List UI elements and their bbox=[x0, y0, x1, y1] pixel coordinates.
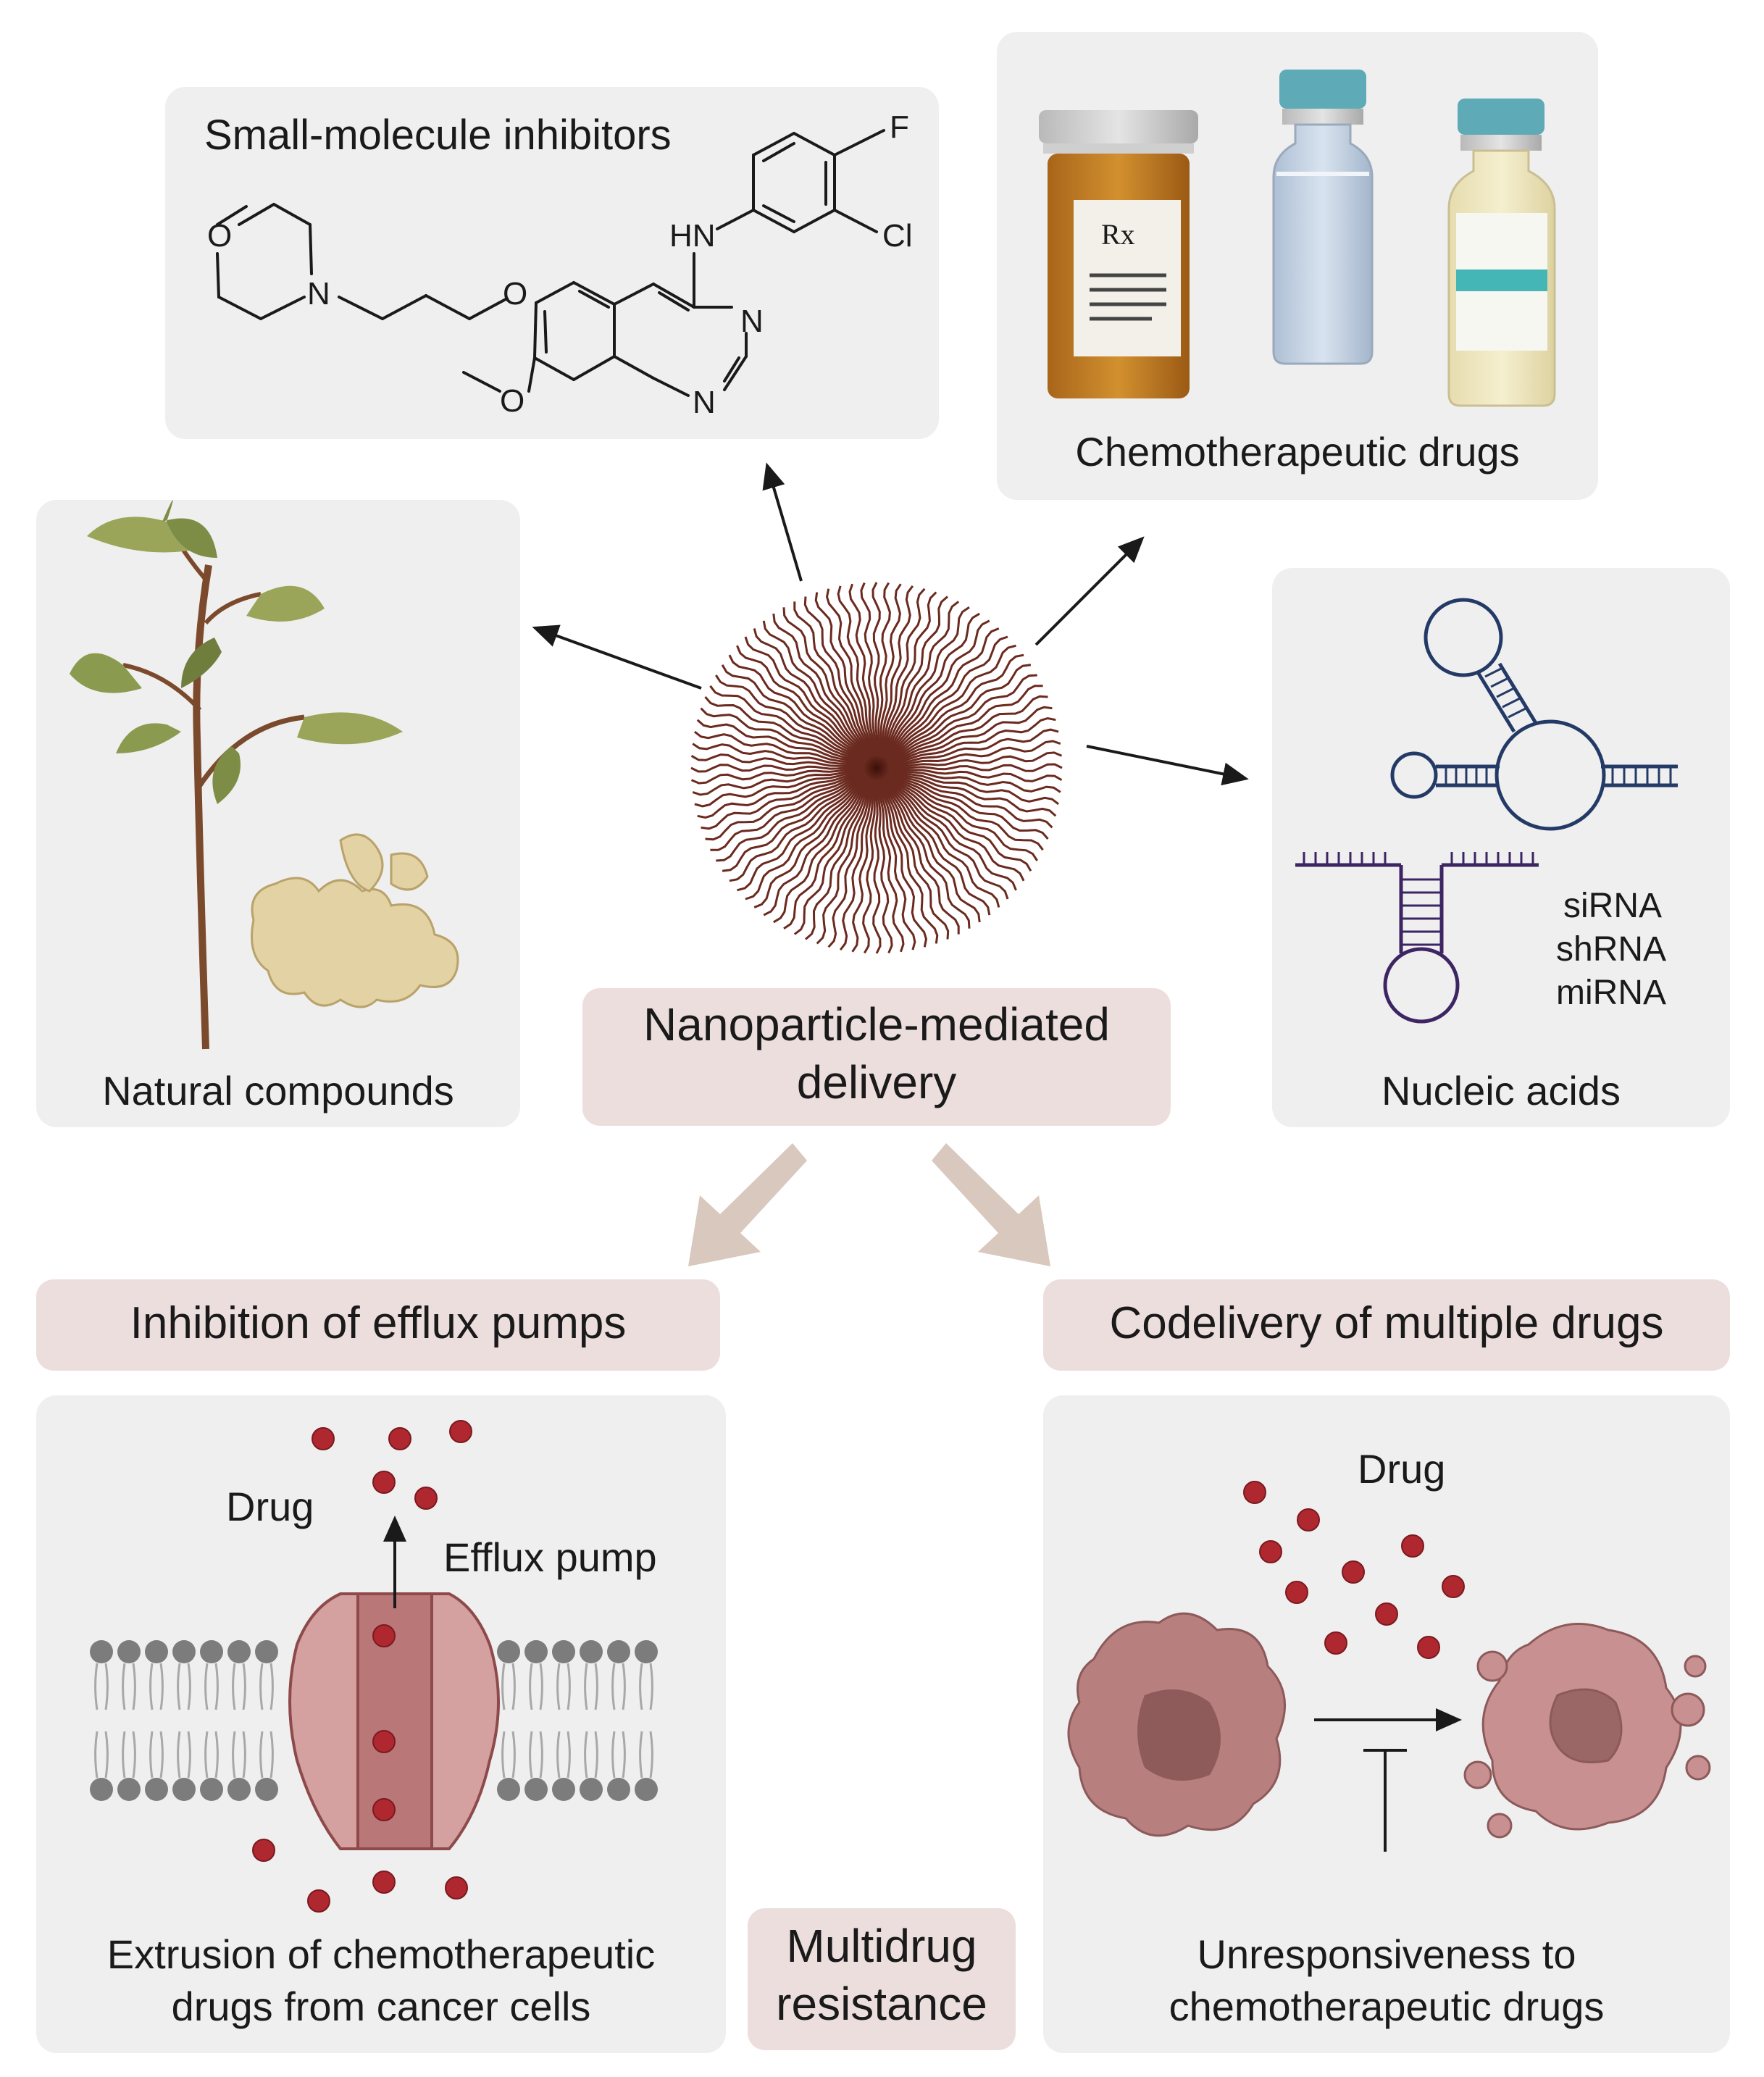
mdr-box bbox=[748, 1908, 1016, 2050]
blocked-arrow bbox=[1314, 1708, 1462, 1852]
arrow-to-small-molecule bbox=[762, 462, 803, 582]
efflux-pump-icon bbox=[288, 1516, 500, 1850]
atom-n-bottom: N bbox=[693, 385, 716, 420]
arrow-to-nucleic bbox=[1086, 745, 1249, 786]
efflux-caption-line1: Extrusion of chemotherapeutic bbox=[106, 1931, 656, 1977]
arrow-to-chemo bbox=[1034, 536, 1145, 646]
nucleic-label: Nucleic acids bbox=[1381, 1068, 1621, 1113]
codelivery-drug-label: Drug bbox=[1358, 1446, 1446, 1492]
nucleic-acids-panel bbox=[1272, 568, 1730, 1127]
arrow-to-natural bbox=[532, 624, 702, 690]
apoptotic-cell-icon bbox=[1463, 1623, 1711, 1839]
atom-o-methoxy: O bbox=[500, 383, 525, 419]
atom-o-chain: O bbox=[503, 276, 528, 312]
rna-hairpin-blue bbox=[1390, 598, 1678, 831]
rx-label: Rx bbox=[1101, 218, 1135, 251]
vial-yellow-icon bbox=[1447, 99, 1556, 407]
codelivery-caption-line2: chemotherapeutic drugs bbox=[1169, 1984, 1605, 2029]
nucleic-type-sirna: siRNA bbox=[1563, 887, 1663, 925]
atom-n-top: N bbox=[740, 304, 764, 339]
ginger-icon bbox=[251, 833, 459, 1008]
nucleic-type-shrna: shRNA bbox=[1556, 930, 1667, 969]
efflux-header: Inhibition of efflux pumps bbox=[130, 1298, 627, 1348]
atom-o-morpholine: O bbox=[207, 218, 233, 254]
chemo-label: Chemotherapeutic drugs bbox=[1075, 429, 1520, 475]
mdr-line2: resistance bbox=[776, 1978, 987, 2030]
delivery-arrows bbox=[532, 462, 1249, 786]
atom-cl: Cl bbox=[882, 218, 913, 254]
molecule-structure bbox=[216, 129, 885, 397]
efflux-caption-line2: drugs from cancer cells bbox=[171, 1984, 591, 2029]
efflux-header-box bbox=[36, 1279, 720, 1371]
codelivery-drug-dots bbox=[1243, 1481, 1465, 1659]
atom-hn: HN bbox=[669, 218, 716, 254]
vial-blue-icon bbox=[1272, 70, 1374, 365]
codelivery-header: Codelivery of multiple drugs bbox=[1109, 1298, 1664, 1348]
nucleic-type-mirna: miRNA bbox=[1556, 974, 1666, 1012]
branch-arrows bbox=[688, 1143, 1050, 1266]
membrane bbox=[90, 1640, 658, 1801]
pill-bottle-icon bbox=[1039, 110, 1198, 398]
small-molecule-panel bbox=[165, 87, 939, 439]
natural-label: Natural compounds bbox=[102, 1068, 454, 1113]
center-label-box bbox=[582, 988, 1171, 1126]
atom-f: F bbox=[890, 109, 909, 145]
center-label-line1: Nanoparticle-mediated bbox=[643, 998, 1110, 1050]
codelivery-caption-line1: Unresponsiveness to bbox=[1197, 1931, 1576, 1977]
efflux-pump-label: Efflux pump bbox=[443, 1534, 657, 1580]
mdr-line1: Multidrug bbox=[786, 1920, 977, 1972]
center-label-line2: delivery bbox=[796, 1056, 957, 1108]
plant-icon bbox=[70, 500, 403, 1050]
resistant-cell-icon bbox=[1067, 1612, 1286, 1837]
nanoparticle-icon bbox=[690, 582, 1063, 954]
efflux-drug-label: Drug bbox=[226, 1484, 314, 1529]
rna-hairpin-purple bbox=[1295, 852, 1539, 1024]
atom-n-morpholine: N bbox=[307, 276, 330, 312]
small-molecule-title: Small-molecule inhibitors bbox=[204, 112, 672, 159]
efflux-drug-dots bbox=[252, 1420, 472, 1913]
codelivery-header-box bbox=[1043, 1279, 1730, 1371]
